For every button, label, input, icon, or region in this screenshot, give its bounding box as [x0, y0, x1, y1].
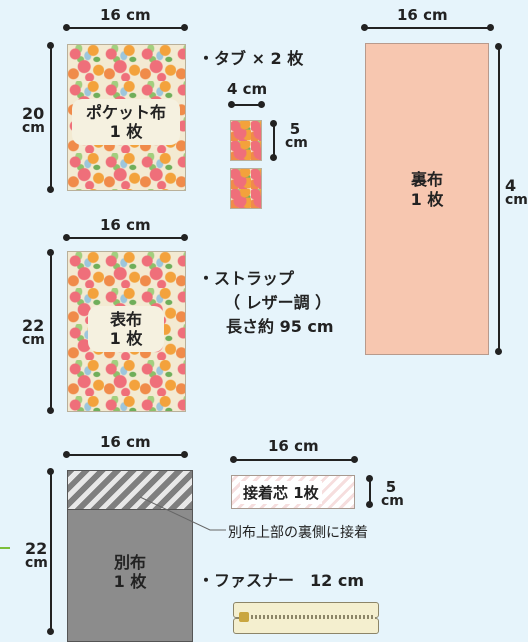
pocket-width-label: 16 cm: [100, 6, 151, 24]
interfacing-piece: 接着芯 1枚: [231, 475, 355, 509]
outer-label: 表布 1 枚: [88, 306, 164, 352]
pocket-label-line2: 1 枚: [109, 122, 143, 141]
zipper-illustration: [233, 600, 379, 634]
lining-fabric: 裏布 1 枚: [365, 43, 489, 355]
pocket-label-line1: ポケット布: [85, 103, 166, 122]
strap-info: ・ストラップ （ レザー調 ） 長さ約 95 cm: [198, 267, 334, 339]
lining-label: 裏布 1 枚: [366, 170, 488, 210]
strap-line3: 長さ約 95 cm: [226, 317, 334, 336]
strap-line2: （ レザー調 ）: [224, 293, 332, 312]
tab-width-label: 4 cm: [227, 80, 268, 98]
pocket-height-num: 20: [22, 104, 45, 123]
separate-label-line1: 別布: [113, 553, 146, 572]
interfacing-height-unit: cm: [381, 493, 404, 509]
separate-width-label: 16 cm: [100, 433, 151, 451]
tab-piece-2: [230, 168, 262, 209]
interfacing-height-num: 5: [385, 478, 397, 496]
outer-height-num: 22: [22, 316, 45, 335]
interfacing-label: 接着芯 1枚: [240, 481, 322, 504]
lining-label-line2: 1 枚: [410, 190, 444, 209]
pocket-label: ポケット布 1 枚: [72, 99, 180, 145]
lining-label-line1: 裏布: [410, 170, 443, 189]
interfacing-note: 別布上部の裏側に接着: [228, 525, 368, 541]
outer-label-line2: 1 枚: [109, 329, 143, 348]
outer-height-unit: cm: [22, 332, 45, 348]
lining-height-num: 4: [505, 176, 517, 195]
interfacing-width-label: 16 cm: [268, 437, 319, 455]
outer-width-label: 16 cm: [100, 216, 151, 234]
tab-piece-1: [230, 120, 262, 161]
separate-height-unit: cm: [25, 555, 48, 571]
lining-height-unit: cm: [505, 192, 528, 208]
lining-width-label: 16 cm: [397, 6, 448, 24]
tab-height-unit: cm: [285, 135, 308, 151]
zipper-pull-icon: [239, 612, 249, 622]
separate-label-line2: 1 枚: [113, 572, 147, 591]
tab-height-num: 5: [289, 120, 301, 138]
interfacing-area: [68, 471, 192, 510]
pocket-height-unit: cm: [22, 120, 45, 136]
separate-height-num: 22: [25, 539, 48, 558]
separate-label: 別布 1 枚: [68, 553, 192, 591]
pocket-fabric: ポケット布 1 枚: [67, 44, 186, 191]
tab-title: ・タブ × 2 枚: [198, 49, 304, 68]
separate-fabric: 別布 1 枚: [67, 470, 193, 642]
outer-label-line1: 表布: [109, 310, 142, 329]
left-edge-mark: [0, 547, 10, 549]
outer-fabric: 表布 1 枚: [67, 251, 186, 412]
zipper-label: ・ファスナー 12 cm: [198, 571, 364, 590]
strap-line1: ・ストラップ: [198, 269, 295, 288]
interfacing-leader-line: [139, 496, 226, 531]
